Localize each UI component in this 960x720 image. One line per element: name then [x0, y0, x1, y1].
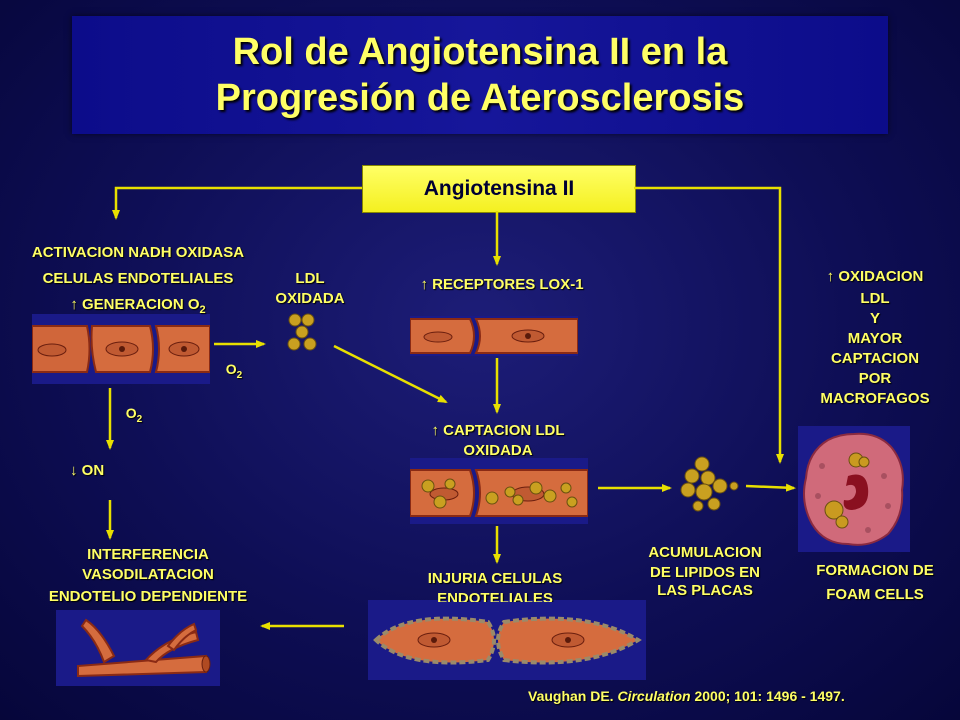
interference-label-line-2: VASODILATACION [82, 566, 214, 583]
o2-label-right: O2 [225, 361, 243, 381]
accumulation-label-line-1: ACUMULACION [648, 544, 762, 561]
down-arrow-icon: ↓ [70, 462, 78, 479]
nadh-label-line-2: CELULAS ENDOTELIALES [42, 270, 234, 287]
injured-endothelial-cells-image [368, 600, 646, 680]
up-arrow-icon: ↑ [70, 296, 78, 313]
foam-cells-label-line-2: FOAM CELLS [826, 586, 924, 603]
ldl-label-line-1: LDL [295, 270, 325, 287]
injuria-label-line-1: INJURIA CELULAS [427, 570, 563, 587]
oxidation-label-line-1: ↑ OXIDACION [826, 268, 924, 285]
up-arrow-icon: ↑ [420, 276, 428, 293]
accumulation-label-line-2: DE LIPIDOS EN [649, 564, 761, 581]
title-line-2: Progresión de Aterosclerosis [215, 77, 745, 119]
arrow-to-foam [745, 483, 796, 492]
ldl-label-line-2: OXIDADA [275, 290, 345, 307]
interference-label-line-3: ENDOTELIO DEPENDIENTE [48, 588, 248, 605]
endothelial-cells-ldl-uptake-image [410, 458, 588, 524]
arrow-to-nadh [112, 186, 362, 220]
oxidation-label-line-3: Y [869, 310, 880, 327]
no-decrease-label: ↓ ON [70, 462, 105, 479]
oxidation-label-line-2: LDL [860, 290, 890, 307]
blood-vessel-image [56, 610, 220, 686]
lox-receptors-label: ↑ RECEPTORES LOX-1 [420, 276, 584, 293]
arrow-ldl-to-captacion [333, 344, 448, 404]
nadh-label-line-3: ↑ GENERACION O2 [70, 296, 206, 316]
o2-label-down: O2 [125, 405, 143, 425]
nadh-label-line-1: ACTIVACION NADH OXIDASA [31, 244, 245, 261]
injuria-label-line-2: ENDOTELIALES [437, 590, 553, 602]
foam-cell-image [798, 426, 910, 552]
title-line-1: Rol de Angiotensina II en la [232, 31, 728, 73]
ldl-particles-icon [287, 313, 317, 351]
lipid-accumulation-icon [680, 456, 739, 512]
oxidation-label-line-7: MACROFAGOS [820, 390, 930, 407]
up-arrow-icon: ↑ [826, 268, 835, 285]
accumulation-label-line-3: LAS PLACAS [657, 582, 753, 599]
up-arrow-icon: ↑ [431, 422, 439, 439]
oxidation-label-line-5: CAPTACION [830, 350, 920, 367]
arrow-to-oxidation [634, 186, 784, 464]
foam-cells-label-line-1: FORMACION DE [816, 562, 934, 579]
oxidation-label-line-6: POR [858, 370, 892, 387]
interference-label-line-1: INTERFERENCIA [87, 546, 209, 563]
endothelial-cells-image-left [32, 314, 210, 384]
title-banner [72, 16, 888, 134]
endothelial-cells-image-lox [410, 316, 578, 356]
captacion-label-line-2: OXIDADA [463, 442, 533, 456]
oxidation-label-line-4: MAYOR [847, 330, 903, 347]
captacion-label-line-1: ↑ CAPTACION LDL [431, 422, 565, 439]
citation: Vaughan DE. Circulation 2000; 101: 1496 … [528, 688, 845, 704]
